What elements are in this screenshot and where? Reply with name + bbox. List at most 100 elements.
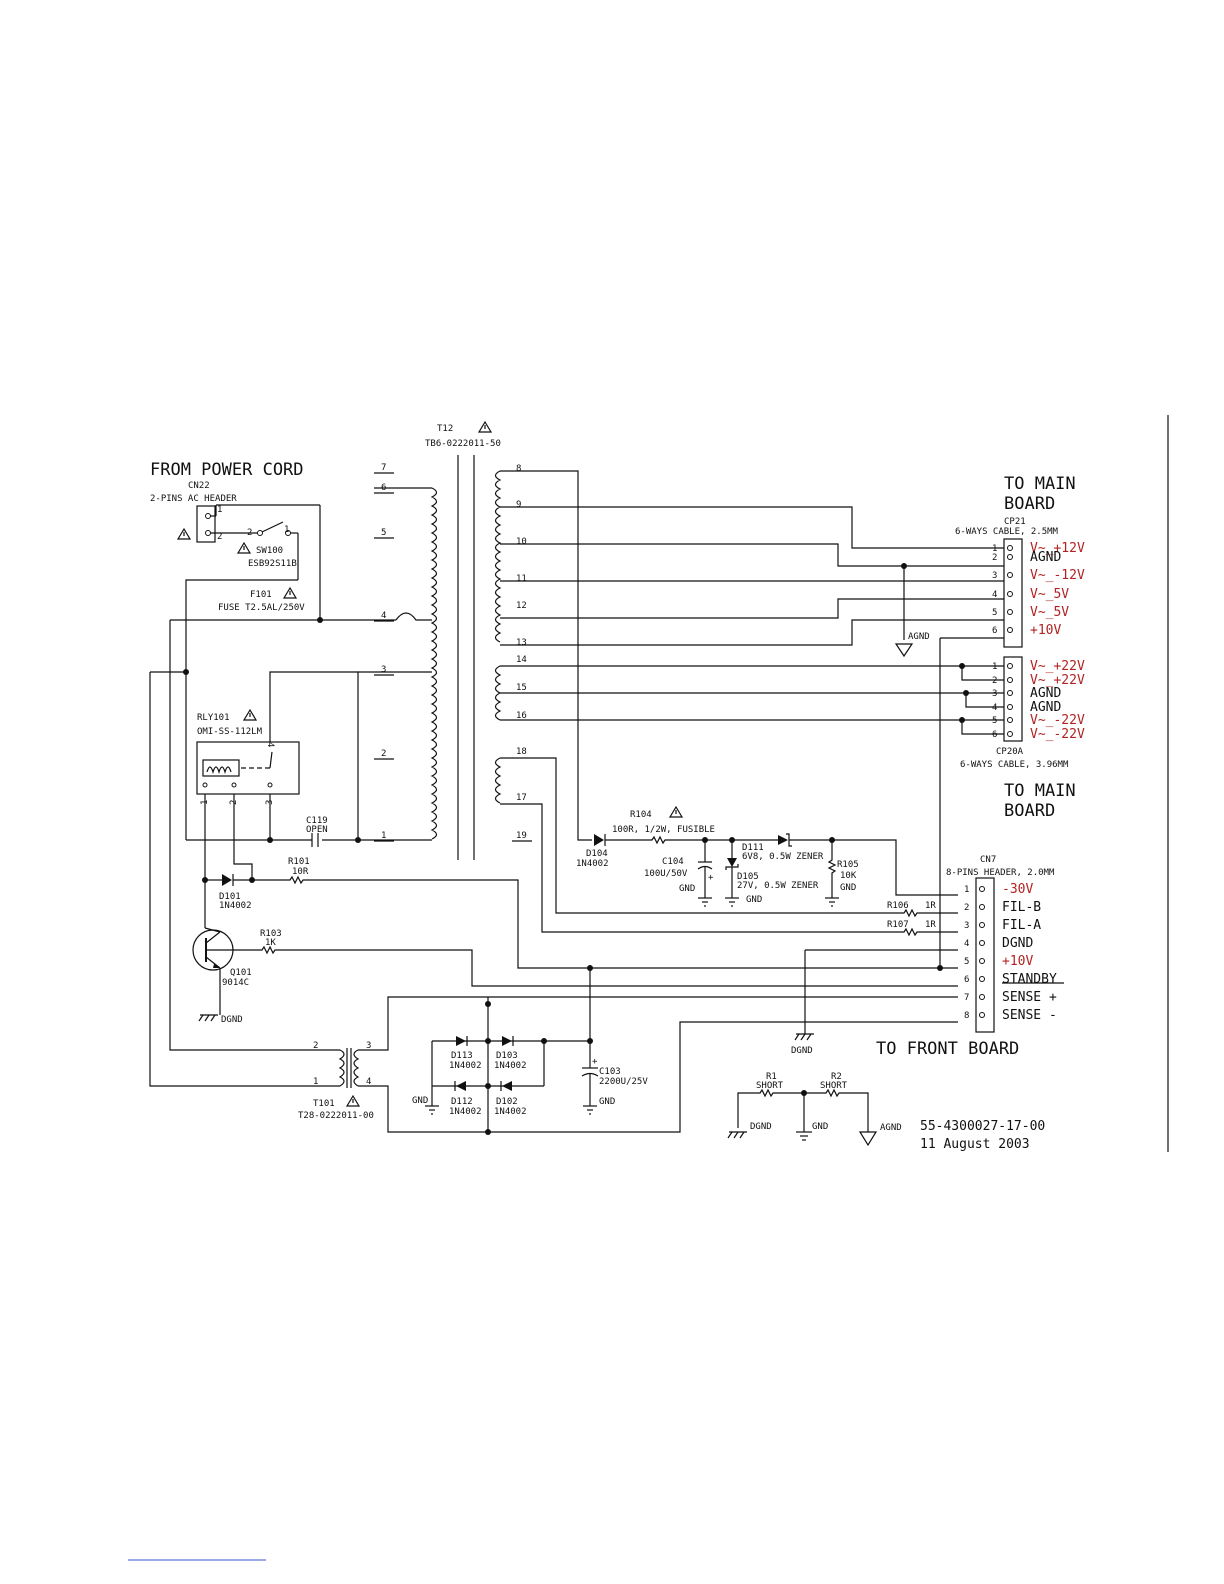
r103-value: 1K — [265, 938, 276, 948]
connector-signal-label: SENSE - — [1002, 1008, 1057, 1023]
d101-value: 1N4002 — [219, 901, 252, 911]
connector-pin — [1007, 677, 1013, 683]
ground-agnd-cp21: AGND — [894, 632, 930, 658]
to-main-board-title-1a: TO MAIN — [1004, 474, 1076, 494]
cn7-desc: 8-PINS HEADER, 2.0MM — [946, 868, 1055, 878]
connector-signal-label: AGND — [1030, 550, 1061, 565]
agnd-label: AGND — [880, 1123, 902, 1133]
c119-value: OPEN — [306, 825, 328, 835]
capacitor-c104: + C104 100U/50V GND — [644, 840, 714, 907]
f101-ref: F101 — [250, 590, 272, 600]
diode-d104: D104 1N4002 — [576, 834, 609, 869]
connector-pin-number: 5 — [992, 716, 997, 726]
resistor-r104: R104 100R, 1/2W, FUSIBLE — [612, 805, 715, 835]
connector-signal-label: V~_5V — [1030, 587, 1069, 602]
connector-pin — [979, 1012, 985, 1018]
connector-signal-label: SENSE + — [1002, 990, 1057, 1005]
t12-secondary-pin-label: 14 — [516, 655, 527, 665]
sw100-ref: SW100 — [256, 546, 283, 556]
connector-pin — [979, 976, 985, 982]
d102-value: 1N4002 — [494, 1107, 527, 1117]
connector-signal-label: -30V — [1002, 882, 1033, 897]
connector-signal-label: DGND — [1002, 936, 1033, 951]
r107-ref: R107 — [887, 920, 909, 930]
to-main-board-title-2a: TO MAIN — [1004, 781, 1076, 801]
to-main-board-title-1b: BOARD — [1004, 494, 1055, 514]
connector-pin-number: 1 — [992, 662, 997, 672]
connector-pin-number: 4 — [992, 703, 997, 713]
connector-pin-number: 3 — [992, 571, 997, 581]
d112-value: 1N4002 — [449, 1107, 482, 1117]
t101-ref: T101 — [313, 1099, 335, 1109]
t12-secondary-pin-label: 17 — [516, 793, 527, 803]
f101-value: FUSE T2.5AL/250V — [218, 603, 305, 613]
d104-value: 1N4002 — [576, 859, 609, 869]
t101-pin-2: 2 — [313, 1041, 318, 1051]
svg-text:2: 2 — [247, 528, 252, 538]
connector-pin — [1007, 545, 1013, 551]
connector-pin — [1007, 591, 1013, 597]
connector-pin — [979, 922, 985, 928]
connector-pin — [979, 940, 985, 946]
t12-primary-pin-label: 2 — [381, 749, 386, 759]
connector-pin-number: 3 — [964, 921, 969, 931]
dgnd-label: DGND — [791, 1046, 813, 1056]
from-power-cord-title: FROM POWER CORD — [150, 460, 304, 480]
zener-d105: D105 27V, 0.5W ZENER GND — [725, 840, 819, 907]
t12-ref: T12 — [437, 424, 453, 434]
to-main-board-title-2b: BOARD — [1004, 801, 1055, 821]
t12-secondary-pin-label: 16 — [516, 711, 527, 721]
c119-ref: C119 — [306, 816, 328, 826]
gnd-label: GND — [812, 1122, 828, 1132]
cp21-desc: 6-WAYS CABLE, 2.5MM — [955, 527, 1059, 537]
connector-pin-number: 2 — [964, 903, 969, 913]
d111-value: 6V8, 0.5W ZENER — [742, 852, 824, 862]
connector-pin — [1007, 609, 1013, 615]
connector-signal-label: AGND — [1030, 686, 1061, 701]
connector-pin — [1007, 572, 1013, 578]
connector-signal-label: V~_-22V — [1030, 713, 1085, 728]
r105-ref: R105 — [837, 860, 859, 870]
q101-ref: Q101 — [230, 968, 252, 978]
svg-text:1: 1 — [217, 505, 222, 515]
connector-pin — [1007, 690, 1013, 696]
r1-ref: R1 — [766, 1072, 777, 1082]
relay-rly101: RLY101 OMI-SS-112LM 1 2 3 4 — [196, 708, 300, 805]
svg-text:+: + — [592, 1057, 598, 1067]
cp20a-ref: CP20A — [996, 747, 1024, 757]
connector-signal-label: V~_+22V — [1030, 673, 1085, 688]
gnd-label: GND — [679, 884, 695, 894]
t12-secondary-pin-label: 12 — [516, 601, 527, 611]
connector-pin-number: 7 — [964, 993, 969, 1003]
gnd-label: GND — [412, 1096, 428, 1106]
connector-signal-label: AGND — [1030, 700, 1061, 715]
t12-secondary-pin-label: 19 — [516, 831, 527, 841]
connector-signal-label: V~_-22V — [1030, 727, 1085, 742]
r2-ref: R2 — [831, 1072, 842, 1082]
t12-primary-pin-label: 1 — [381, 831, 386, 841]
t12-secondary-pin-label: 9 — [516, 500, 521, 510]
rly101-ref: RLY101 — [197, 713, 230, 723]
ground-tie-r1-r2: R1 SHORT R2 SHORT DGND GND AGND — [727, 1072, 902, 1147]
transformer-t12: T12 TB6-0222011-50 — [425, 420, 502, 860]
connector-pin-number: 3 — [992, 689, 997, 699]
d101-ref: D101 — [219, 892, 241, 902]
diode-d101: D101 1N4002 — [215, 874, 252, 911]
c103-value: 2200U/25V — [599, 1077, 648, 1087]
connector-signal-label: STANDBY — [1002, 972, 1057, 987]
t12-primary-pin-label: 4 — [381, 611, 386, 621]
ground-dgnd-q101: DGND — [198, 1014, 243, 1025]
q101-value: 9014C — [222, 978, 249, 988]
connector-pin-number: 1 — [992, 544, 997, 554]
svg-text:+: + — [708, 873, 714, 883]
connector-pin-number: 2 — [992, 553, 997, 563]
gnd-label: GND — [746, 895, 762, 905]
connector-pin — [1007, 663, 1013, 669]
dgnd-label: DGND — [221, 1015, 243, 1025]
warning-icon — [242, 708, 258, 721]
t12-part: TB6-0222011-50 — [425, 439, 501, 449]
d113-value: 1N4002 — [449, 1061, 482, 1071]
